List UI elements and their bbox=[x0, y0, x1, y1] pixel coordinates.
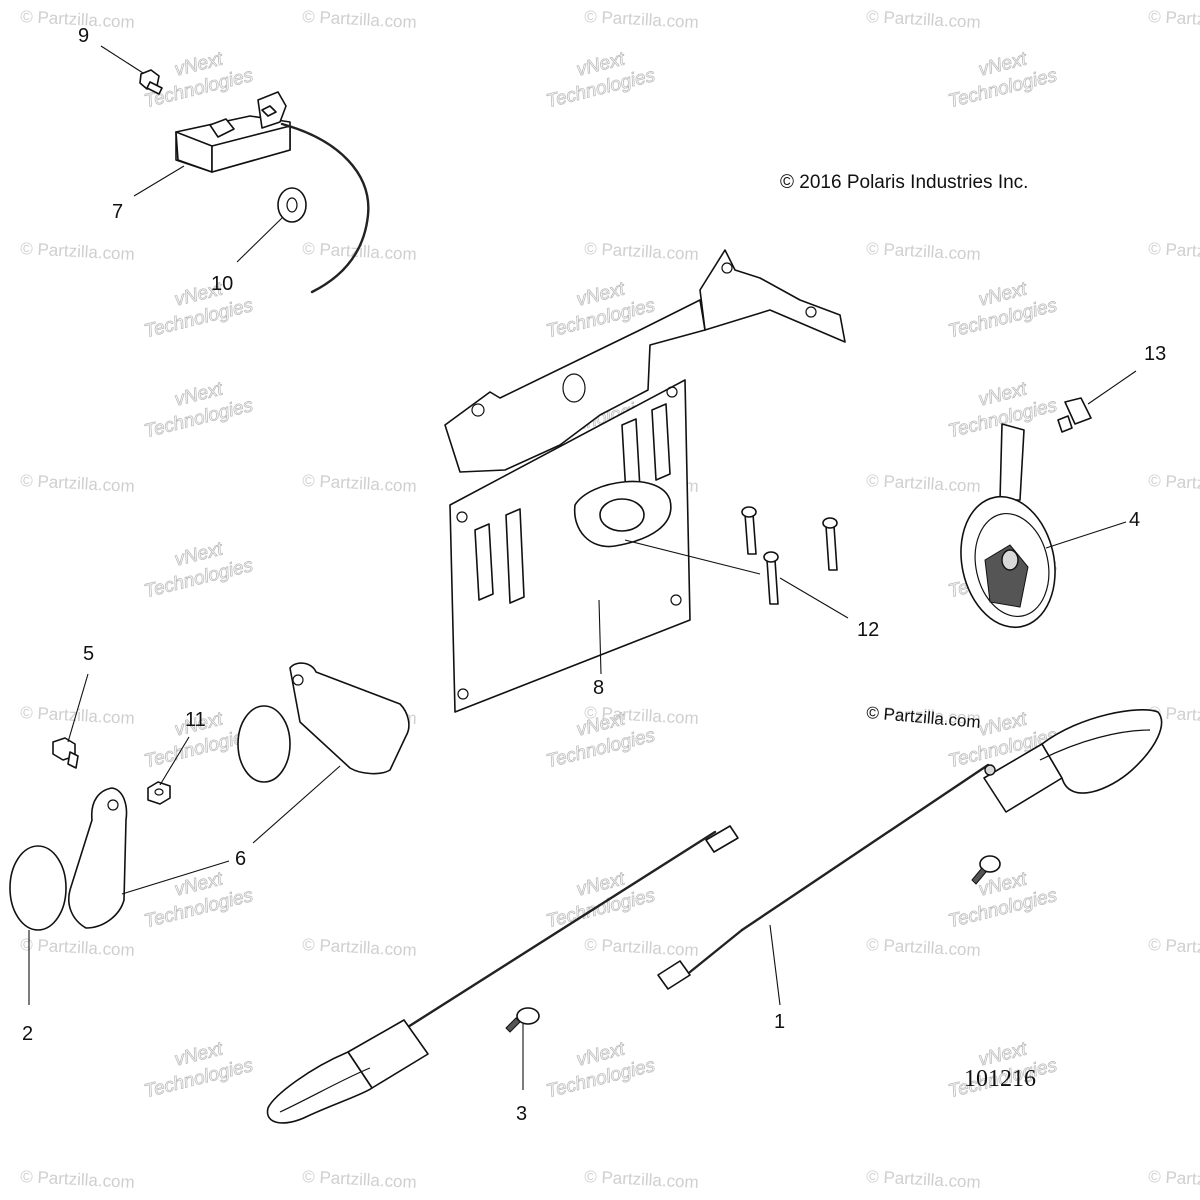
watermark-partzilla: © Partzilla.com bbox=[1148, 239, 1200, 264]
callout-4: 4 bbox=[1129, 509, 1140, 531]
watermark-partzilla: © Partzilla.com bbox=[584, 935, 699, 960]
leader-lines bbox=[28, 45, 1137, 1090]
part-8-plate-bracket bbox=[444, 249, 846, 713]
part-13-bolt bbox=[1057, 397, 1092, 433]
diagram-id: 101216 bbox=[964, 1066, 1036, 1092]
watermark-partzilla: © Partzilla.com bbox=[1148, 935, 1200, 960]
watermark-partzilla: © Partzilla.com bbox=[1148, 1167, 1200, 1192]
watermark-partzilla: © Partzilla.com bbox=[866, 239, 981, 264]
callout-1: 1 bbox=[774, 1011, 785, 1033]
part-4-horn bbox=[960, 423, 1056, 629]
callout-11: 11 bbox=[185, 709, 206, 731]
watermark-partzilla: © Partzilla.com bbox=[20, 935, 135, 960]
callout-9: 9 bbox=[78, 25, 89, 47]
watermark-partzilla: © Partzilla.com bbox=[302, 7, 417, 32]
callout-12: 12 bbox=[857, 619, 879, 641]
part-3-screws bbox=[505, 855, 1001, 1033]
part-11-nut bbox=[147, 781, 171, 805]
callout-labels: 9 7 10 13 4 12 8 5 11 6 2 3 1 bbox=[22, 25, 1166, 1125]
watermark-partzilla: © Partzilla.com bbox=[866, 1167, 981, 1192]
callout-7: 7 bbox=[112, 201, 123, 223]
copyright-text: © 2016 Polaris Industries Inc. bbox=[780, 172, 1028, 193]
part-1-turn-signal-upper bbox=[657, 709, 1163, 990]
callout-13: 13 bbox=[1144, 343, 1166, 365]
watermark-partzilla: © Partzilla.com bbox=[302, 471, 417, 496]
watermark-partzilla: © Partzilla.com bbox=[584, 239, 699, 264]
watermark-partzilla: © Partzilla.com bbox=[1148, 471, 1200, 496]
watermark-partzilla: © Partzilla.com bbox=[20, 703, 135, 728]
callout-8: 8 bbox=[593, 677, 604, 699]
watermark-partzilla: © Partzilla.com bbox=[866, 471, 981, 496]
callout-6: 6 bbox=[235, 848, 246, 870]
callout-3: 3 bbox=[516, 1103, 527, 1125]
watermark-partzilla: © Partzilla.com bbox=[20, 471, 135, 496]
watermark-partzilla: © Partzilla.com bbox=[1148, 7, 1200, 32]
watermark-partzilla: © Partzilla.com bbox=[584, 1167, 699, 1192]
callout-10: 10 bbox=[211, 273, 233, 295]
watermark-partzilla: © Partzilla.com bbox=[866, 935, 981, 960]
part-6-reflector-upper bbox=[237, 662, 410, 783]
part-5-bolt bbox=[52, 737, 79, 769]
watermark-partzilla: © Partzilla.com bbox=[302, 239, 417, 264]
part-12-screws bbox=[741, 506, 838, 605]
watermark-partzilla: © Partzilla.com bbox=[302, 935, 417, 960]
part-10-grommet bbox=[277, 187, 307, 223]
part-7-license-light bbox=[175, 91, 370, 294]
callout-2: 2 bbox=[22, 1023, 33, 1045]
part-9-rivet bbox=[139, 69, 163, 95]
watermark-partzilla: © Partzilla.com bbox=[20, 1167, 135, 1192]
watermark-partzilla: © Partzilla.com bbox=[20, 239, 135, 264]
watermark-partzilla: © Partzilla.com bbox=[866, 7, 981, 32]
callout-5: 5 bbox=[83, 643, 94, 665]
watermark-partzilla: © Partzilla.com bbox=[302, 1167, 417, 1192]
part-6-reflector-lower bbox=[9, 787, 128, 931]
part-1-turn-signal-lower bbox=[266, 825, 739, 1124]
watermark-partzilla: © Partzilla.com bbox=[584, 7, 699, 32]
